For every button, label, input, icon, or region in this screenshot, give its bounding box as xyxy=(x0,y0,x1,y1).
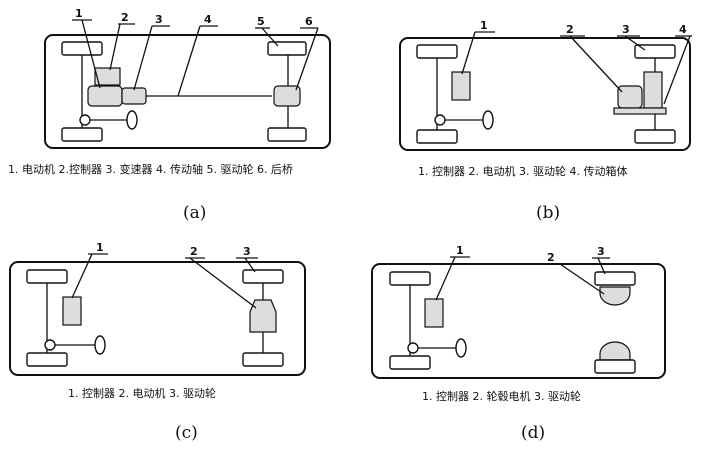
callout-1: 1 xyxy=(75,7,83,20)
callout-2: 2 xyxy=(190,245,198,258)
drive-wheel xyxy=(267,41,307,56)
callout-3: 3 xyxy=(243,245,251,258)
panel-b: 1 2 3 4 1. 控制器 2. 电动机 3. 驱动轮 4. 传动箱体 (b) xyxy=(399,19,692,223)
controller xyxy=(424,298,444,328)
front-wheel xyxy=(389,271,431,286)
front-wheel xyxy=(416,44,458,59)
electric-motor xyxy=(617,85,643,109)
steering-joint xyxy=(407,342,419,354)
electric-motor xyxy=(87,85,123,107)
panel-a: 1 2 3 4 5 6 1. 电动机 2.控制器 3. 变速器 4. 传动轴 5… xyxy=(8,7,331,223)
callout-1: 1 xyxy=(480,19,488,32)
panel-label: (d) xyxy=(521,423,545,443)
steering-joint xyxy=(79,114,91,126)
callout-3: 3 xyxy=(622,23,630,36)
steering-joint xyxy=(44,339,56,351)
panel-d: 1 2 3 1. 控制器 2. 轮毂电机 3. 驱动轮 (d) xyxy=(371,244,666,443)
callout-3: 3 xyxy=(597,245,605,258)
vehicle-frame xyxy=(9,261,306,376)
panel-label: (b) xyxy=(536,203,560,223)
callout-2: 2 xyxy=(121,11,129,24)
caption: 1. 电动机 2.控制器 3. 变速器 4. 传动轴 5. 驱动轮 6. 后桥 xyxy=(8,162,293,176)
callout-3: 3 xyxy=(155,13,163,26)
drive-wheel xyxy=(594,271,636,286)
steering-wheel xyxy=(455,338,467,358)
electric-motor xyxy=(249,299,277,333)
steering-wheel xyxy=(482,110,494,130)
steering-joint xyxy=(434,114,446,126)
callout-2: 2 xyxy=(547,251,555,264)
transmission-case xyxy=(643,71,663,109)
callout-4: 4 xyxy=(679,23,687,36)
drive-wheel xyxy=(594,359,636,374)
steering-wheel xyxy=(126,110,138,130)
front-wheel xyxy=(61,41,103,56)
vehicle-frame xyxy=(399,37,691,151)
drive-wheel xyxy=(242,269,284,284)
panel-label: (a) xyxy=(183,203,206,223)
callout-6: 6 xyxy=(305,15,313,28)
controller xyxy=(451,71,471,101)
front-wheel xyxy=(389,355,431,370)
drive-wheel xyxy=(634,129,676,144)
panel-c: 1 2 3 1. 控制器 2. 电动机 3. 驱动轮 (c) xyxy=(9,241,306,443)
transmission-base xyxy=(613,107,667,115)
caption: 1. 控制器 2. 轮毂电机 3. 驱动轮 xyxy=(422,389,581,403)
vehicle-frame xyxy=(371,263,666,379)
callout-2: 2 xyxy=(566,23,574,36)
vehicle-frame xyxy=(44,34,331,149)
drive-wheel xyxy=(267,127,307,142)
callout-1: 1 xyxy=(456,244,464,257)
drive-wheel xyxy=(242,352,284,367)
caption: 1. 控制器 2. 电动机 3. 驱动轮 xyxy=(68,386,216,400)
front-wheel xyxy=(26,352,68,367)
controller xyxy=(94,67,121,86)
hub-motor xyxy=(599,286,631,306)
rear-axle xyxy=(273,85,301,107)
panel-label: (c) xyxy=(175,423,198,443)
caption: 1. 控制器 2. 电动机 3. 驱动轮 4. 传动箱体 xyxy=(418,164,627,178)
controller xyxy=(62,296,82,326)
steering-wheel xyxy=(94,335,106,355)
drive-wheel xyxy=(634,44,676,59)
front-wheel xyxy=(416,129,458,144)
gearbox xyxy=(121,87,147,105)
callout-4: 4 xyxy=(204,13,212,26)
callout-5: 5 xyxy=(257,15,265,28)
hub-motor xyxy=(599,341,631,361)
front-wheel xyxy=(26,269,68,284)
callout-1: 1 xyxy=(96,241,104,254)
front-wheel xyxy=(61,127,103,142)
